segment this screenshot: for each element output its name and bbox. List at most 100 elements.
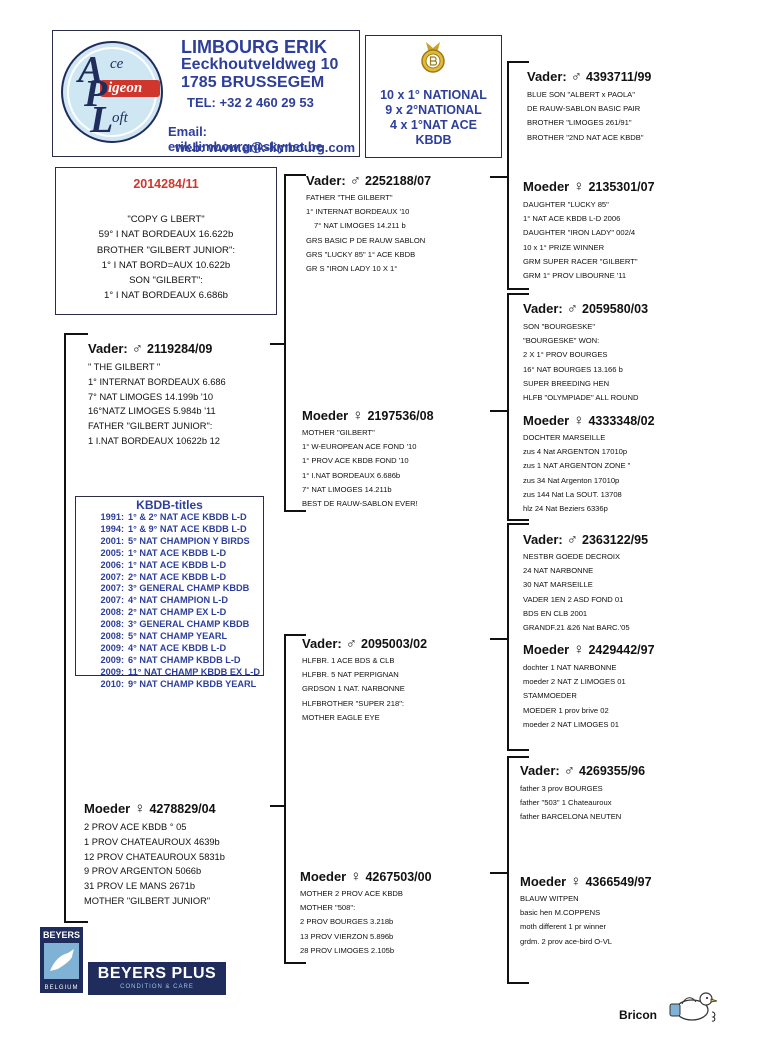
detail-line: 1° W-EUROPEAN ACE FOND '10 xyxy=(302,442,417,452)
detail-line: zus 144 Nat La SOUT. 13708 xyxy=(523,489,622,499)
detail-line: 2 PROV BOURGES 3.218b xyxy=(300,917,394,927)
detail-line: 1 I.NAT BORDEAUX 10622b 12 xyxy=(88,435,220,446)
detail-line: HLFBROTHER "SUPER 218": xyxy=(302,698,405,708)
ggd-mfm-entry: Moeder♀2429442/97 dochter 1 NAT NARBONNE… xyxy=(523,641,655,732)
title-row: 2001:5° NAT CHAMPION Y BIRDS xyxy=(100,535,250,546)
detail-line: MOTHER "GILBERT JUNIOR" xyxy=(84,895,211,906)
logo-letter-p: P xyxy=(84,73,108,115)
detail-line: " THE GILBERT " xyxy=(88,362,161,372)
detail-line: FATHER "GILBERT JUNIOR": xyxy=(88,421,213,432)
breeder-website[interactable]: web: www.erik-limbourg.com xyxy=(175,140,356,155)
award-line-1: 10 x 1° NATIONAL xyxy=(380,88,487,102)
detail-line: 10 x 1° PRIZE WINNER xyxy=(523,242,605,252)
vader-label: Vader: xyxy=(88,341,128,356)
ace-pigeon-loft-logo: A ce P igeon L oft xyxy=(58,38,166,146)
detail-line: moeder 2 NAT Z LIMOGES 01 xyxy=(523,677,626,687)
trophy-medal-icon xyxy=(417,39,449,75)
male-icon: ♂ xyxy=(566,300,578,317)
female-icon: ♀ xyxy=(134,800,146,817)
logo-word-igeon: igeon xyxy=(108,80,143,96)
detail-line: 28 PROV LIMOGES 2.105b xyxy=(300,945,395,955)
father-ring: 2119284/09 xyxy=(147,342,213,356)
detail-line: 1 PROV CHATEAUROUX 4639b xyxy=(84,836,220,847)
logo-letter-a: A xyxy=(78,49,104,91)
detail-line: VADER 1EN 2 ASD FOND 01 xyxy=(523,594,624,604)
detail-line: 1° I.NAT BORDEAUX 6.686b xyxy=(302,470,401,480)
detail-line: GRM 1° PROV LIBOURNE '11 xyxy=(523,271,627,281)
pigeon-line: 1° I NAT BORD=AUX 10.622b xyxy=(101,259,231,271)
detail-line: 30 NAT MARSEILLE xyxy=(523,580,593,590)
detail-line: BLUE SON "ALBERT x PAOLA" xyxy=(527,90,635,99)
detail-line: MOTHER EAGLE EYE xyxy=(302,712,380,722)
ggs-mff-entry: Vader:♂2363122/95 NESTBR GOEDE DECROIX 2… xyxy=(523,531,648,635)
title-row: 1991:1° & 2° NAT ACE KBDB L-D xyxy=(100,512,247,522)
detail-line: MOTHER "GILBERT" xyxy=(302,428,375,437)
title-row: 2008:3° GENERAL CHAMP KBDB xyxy=(100,619,250,630)
detail-line: zus 34 Nat Argenton 17010p xyxy=(523,475,620,485)
pigeon-line: 1° I NAT BORDEAUX 6.686b xyxy=(104,290,228,302)
ggs-fff-entry: Vader:♂4393711/99 BLUE SON "ALBERT x PAO… xyxy=(527,68,651,145)
detail-line: "BOURGESKE" WON: xyxy=(523,336,600,346)
detail-line: 1° PROV ACE KBDB FOND '10 xyxy=(302,456,409,466)
detail-line: GRM SUPER RACER "GILBERT" xyxy=(523,256,638,266)
detail-line: BROTHER "2ND NAT ACE KBDB" xyxy=(527,132,644,142)
breeder-email[interactable]: Email: erik.limbourg@skynet.be xyxy=(168,124,323,154)
female-icon: ♀ xyxy=(573,178,585,195)
title-row: 2009:11° NAT CHAMP KBDB EX L-D xyxy=(100,666,260,677)
beyers-belgium-logo: BEYERS BELGIUM xyxy=(40,927,83,993)
male-icon: ♂ xyxy=(345,635,357,652)
pigeon-line: "COPY G LBERT" xyxy=(127,214,205,225)
detail-line: GR S "IRON LADY 10 X 1° xyxy=(306,264,398,274)
award-line-2: 9 x 2°NATIONAL xyxy=(385,103,482,117)
title-row: 2009:6° NAT CHAMP KBDB L-D xyxy=(100,654,241,665)
detail-line: father "503" 1 Chateauroux xyxy=(520,798,612,808)
pigeon-description: "COPY G LBERT" 59° I NAT BORDEAUX 16.622… xyxy=(56,212,276,304)
beyers-belgium-text: BELGIUM xyxy=(44,985,79,991)
mother-heading: Moeder♀4278829/04 xyxy=(84,800,225,817)
kbdb-titles-list: 1991:1° & 2° NAT ACE KBDB L-D 1994:1° & … xyxy=(76,512,263,691)
pigeon-line: SON "GILBERT": xyxy=(129,275,203,287)
breeder-city: 1785 BRUSSEGEM xyxy=(181,74,325,91)
beyers-plus-subtitle: CONDITION & CARE xyxy=(120,984,194,990)
detail-line: BROTHER "LIMOGES 261/91" xyxy=(527,118,632,128)
detail-line: moeder 2 NAT LIMOGES 01 xyxy=(523,719,619,729)
grandsire-maternal-entry: Vader:♂2095003/02 HLFBR. 1 ACE BDS & CLB… xyxy=(302,635,427,725)
detail-line: basic hen M.COPPENS xyxy=(520,908,601,918)
beyers-small-text: BEYERS xyxy=(42,930,80,940)
pigeon-ring-number: 2014284/11 xyxy=(133,177,199,191)
detail-line: dochter 1 NAT NARBONNE xyxy=(523,663,617,672)
breeder-header-box: A ce P igeon L oft LIMBOURG ERIK Eeckhou… xyxy=(52,30,360,157)
awards-text: 10 x 1° NATIONAL 9 x 2°NATIONAL 4 x 1°NA… xyxy=(366,88,501,148)
detail-line: MOTHER 2 PROV ACE KBDB xyxy=(300,889,403,898)
title-row: 2007:4° NAT CHAMPION L-D xyxy=(100,595,228,606)
male-icon: ♂ xyxy=(566,531,578,548)
detail-line: 9 PROV ARGENTON 5066b xyxy=(84,866,202,877)
ggd-ffm-entry: Moeder♀2135301/07 DAUGHTER "LUCKY 85" 1°… xyxy=(523,178,655,283)
title-row: 2008:5° NAT CHAMP YEARL xyxy=(100,631,228,642)
detail-line: grdm. 2 prov ace-bird O-VL xyxy=(520,936,613,946)
beyers-plus-text: BEYERS PLUS xyxy=(97,965,217,982)
breeder-phone: TEL: +32 2 460 29 53 xyxy=(187,95,314,110)
detail-line: 7° NAT LIMOGES 14.199b '10 xyxy=(88,391,214,402)
title-row: 2006:1° NAT ACE KBDB L-D xyxy=(100,559,227,570)
title-row: 2008:2° NAT CHAMP EX L-D xyxy=(100,607,227,618)
title-row: 2007:3° GENERAL CHAMP KBDB xyxy=(100,583,250,594)
male-icon: ♂ xyxy=(349,172,361,189)
detail-line: GRDSON 1 NAT. NARBONNE xyxy=(302,684,405,694)
pigeon-line: BROTHER "GILBERT JUNIOR": xyxy=(96,244,236,256)
grandsire-paternal-entry: Vader:♂2252188/07 FATHER "THE GILBERT" 1… xyxy=(306,172,431,276)
kbdb-titles-heading: KBDB-titles xyxy=(136,498,203,512)
detail-line: 12 PROV CHATEAUROUX 5831b xyxy=(84,851,225,862)
detail-line: 7° NAT LIMOGES 14.211 b xyxy=(314,221,406,231)
logo-word-ce: ce xyxy=(110,56,124,72)
detail-line: father BARCELONA NEUTEN xyxy=(520,812,622,822)
beyers-plus-logo: BEYERS PLUS CONDITION & CARE xyxy=(88,962,226,995)
granddam-paternal-entry: Moeder♀2197536/08 MOTHER "GILBERT" 1° W-… xyxy=(302,407,434,511)
title-row: 2009:4° NAT ACE KBDB L-D xyxy=(100,642,227,653)
detail-line: 13 PROV VIERZON 5.896b xyxy=(300,931,394,941)
moeder-label: Moeder xyxy=(84,801,131,816)
detail-line: 1° INTERNAT BORDEAUX 6.686 xyxy=(88,376,226,387)
detail-line: MOEDER 1 prov brive 02 xyxy=(523,705,609,715)
detail-line: HLFBR. 1 ACE BDS & CLB xyxy=(302,656,395,665)
award-line-3: 4 x 1°NAT ACE xyxy=(390,118,477,132)
